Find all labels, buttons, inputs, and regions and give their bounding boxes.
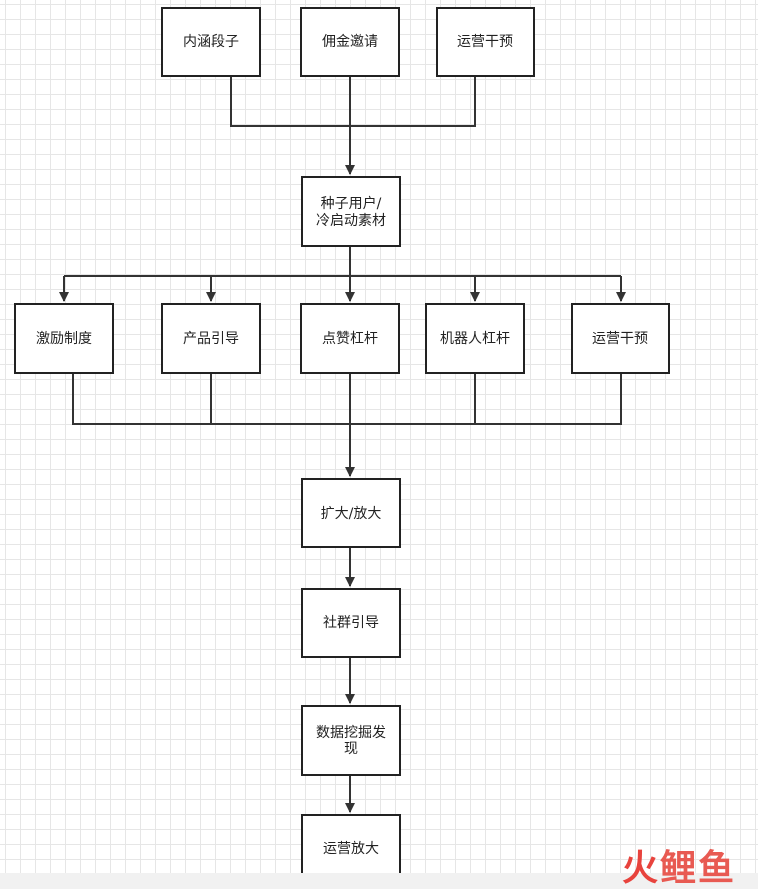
node-zhongzi-label-line2: 冷启动素材	[316, 213, 386, 229]
node-neihan: 内涵段子	[161, 7, 261, 77]
watermark-part2: 鲤鱼	[659, 848, 736, 889]
node-yunying-fangda-label: 运营放大	[323, 841, 379, 857]
node-chanpin: 产品引导	[161, 303, 261, 374]
node-shequn: 社群引导	[301, 588, 401, 658]
node-dianzan: 点赞杠杆	[300, 303, 400, 374]
watermark-logo: 火鲤鱼	[622, 851, 736, 887]
node-yongjin: 佣金邀请	[300, 7, 400, 77]
node-jili: 激励制度	[14, 303, 114, 374]
node-shuju: 数据挖掘发 现	[301, 705, 401, 776]
node-yunying-top: 运营干预	[436, 7, 535, 77]
node-kuoda-label: 扩大/放大	[321, 506, 382, 522]
node-yunying-mid: 运营干预	[571, 303, 670, 374]
node-jili-label: 激励制度	[36, 330, 92, 347]
node-zhongzi: 种子用户/ 冷启动素材	[301, 176, 401, 247]
node-zhongzi-label-line1: 种子用户/	[321, 195, 382, 212]
node-shuju-label-line2: 现	[344, 741, 358, 757]
node-neihan-label: 内涵段子	[183, 34, 239, 50]
bottom-strip	[0, 873, 758, 889]
node-yunying-mid-label: 运营干预	[592, 331, 648, 347]
node-shuju-label-line1: 数据挖掘发	[316, 725, 386, 741]
node-kuoda: 扩大/放大	[301, 478, 401, 548]
node-jiqiren: 机器人杠杆	[425, 303, 525, 374]
node-dianzan-label: 点赞杠杆	[322, 331, 378, 347]
node-yongjin-label: 佣金邀请	[322, 34, 378, 50]
node-yunying-top-label: 运营干预	[457, 34, 513, 50]
watermark-part1: 火	[621, 848, 660, 889]
edge-neihan-merge	[230, 76, 476, 127]
node-jiqiren-label: 机器人杠杆	[440, 331, 510, 347]
node-shequn-label: 社群引导	[323, 615, 379, 631]
node-chanpin-label: 产品引导	[183, 331, 239, 347]
edge-merge-bar	[72, 373, 622, 425]
